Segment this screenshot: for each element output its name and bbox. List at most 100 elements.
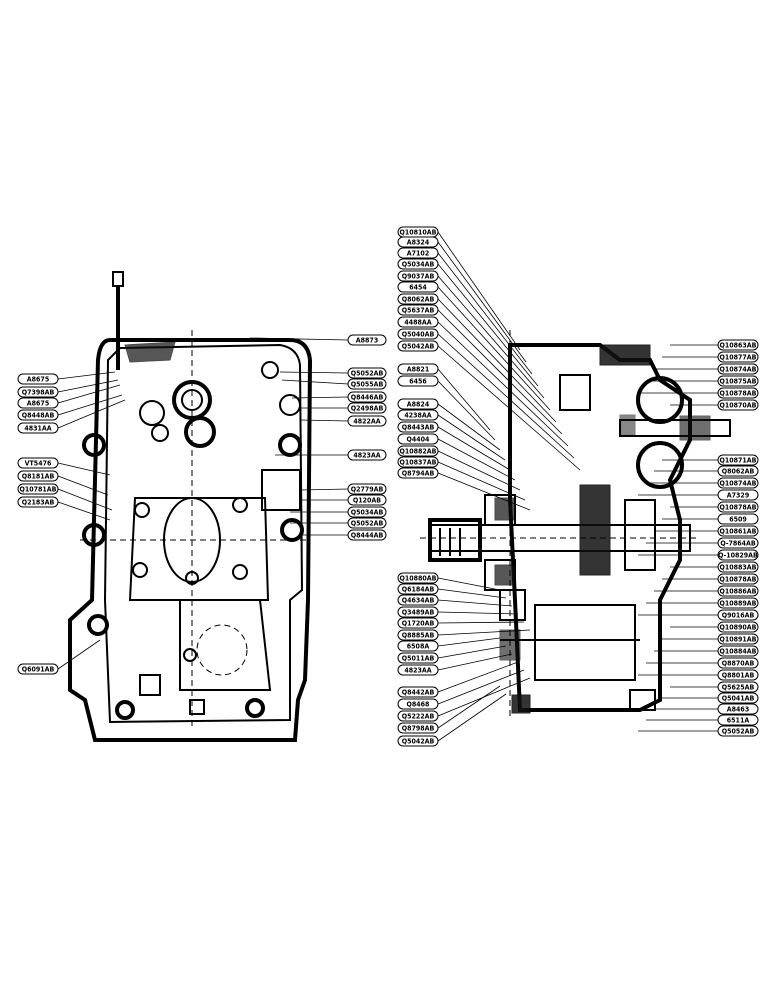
callout-label: Q2498AB: [351, 405, 384, 413]
callout-label: Q8062AB: [722, 468, 755, 476]
leader-line: [57, 462, 111, 476]
callout-label: A8324: [407, 239, 430, 247]
callout-label: A8675: [27, 376, 49, 384]
leader-line: [437, 321, 569, 447]
callout-label: Q5041AB: [722, 695, 755, 703]
callout-label: Q10891AB: [720, 636, 757, 644]
callout-label: Q5625AB: [722, 684, 755, 692]
leader-line: [437, 653, 513, 671]
callout-label: Q8870AB: [722, 660, 755, 668]
callout-label: 4488AA: [404, 319, 431, 327]
callout-label: A7102: [407, 250, 429, 258]
leader-line: [437, 263, 539, 387]
callout-label: Q10880AB: [400, 575, 437, 583]
callout-label: Q7398AB: [22, 389, 55, 397]
leader-line: [299, 419, 349, 422]
leader-line: [437, 611, 519, 615]
leader-line: [57, 639, 101, 670]
leader-line: [437, 275, 545, 399]
callout-label: 6509: [729, 516, 747, 524]
callout-label: Q10878AB: [720, 390, 757, 398]
callout-label: Q10882AB: [400, 448, 437, 456]
callout-label: Q8885AB: [402, 632, 435, 640]
leader-line: [249, 337, 349, 341]
callout-label: Q10877AB: [720, 354, 757, 362]
callout-label: Q1720AB: [402, 620, 435, 628]
callout-label: Q8062AB: [402, 296, 435, 304]
callout-label: Q-10829AB: [718, 552, 758, 560]
callout-label: Q10863AB: [720, 342, 757, 350]
callout-label: Q5034AB: [402, 261, 435, 269]
callout-label: Q10870AB: [720, 402, 757, 410]
leader-line: [57, 371, 116, 380]
callout-label: Q5222AB: [402, 713, 435, 721]
leader-line: [437, 286, 551, 411]
leader-line: [437, 438, 516, 481]
callout-label: Q5040AB: [402, 331, 435, 339]
callout-label: Q4634AB: [402, 597, 435, 605]
callout-label: Q5055AB: [351, 381, 384, 389]
leader-line: [437, 693, 507, 742]
callout-label: Q10878AB: [720, 504, 757, 512]
callout-label: A7329: [727, 492, 749, 500]
callout-label: 4831AA: [24, 425, 51, 433]
callout-label: Q10878AB: [720, 576, 757, 584]
leader-line: [437, 599, 513, 607]
callout-label: Q8443AB: [402, 424, 435, 432]
callout-label: 6454: [409, 284, 427, 292]
callout-label: Q5052AB: [722, 728, 755, 736]
callout-label: Q6091AB: [22, 666, 55, 674]
callout-label: Q5052AB: [351, 370, 384, 378]
leader-line: [279, 371, 349, 374]
callout-label: Q10837AB: [400, 459, 437, 467]
callout-label: 4823AA: [404, 667, 431, 675]
callout-label: Q10875AB: [720, 378, 757, 386]
leader-line: [281, 379, 349, 385]
callout-label: Q8794AB: [402, 470, 435, 478]
callout-label: Q8181AB: [22, 473, 55, 481]
leader-line: [437, 685, 501, 729]
leader-line: [57, 399, 126, 429]
leader-line: [437, 345, 581, 471]
callout-label: Q10810AB: [400, 229, 437, 237]
callout-label: A8824: [407, 401, 430, 409]
leader-line: [437, 669, 525, 705]
leader-line: [437, 252, 533, 375]
leader-line: [437, 298, 557, 423]
callout-label: Q10871AB: [720, 457, 757, 465]
leader-line: [437, 461, 526, 501]
callout-label: Q8801AB: [722, 672, 755, 680]
leader-line: [437, 629, 531, 636]
leader-line: [437, 472, 531, 511]
left-housing-drawing: [68, 271, 313, 742]
leader-line: [57, 384, 121, 404]
callout-label: Q5042AB: [402, 343, 435, 351]
callout-label: Q5034AB: [351, 509, 384, 517]
callout-label: Q10861AB: [720, 528, 757, 536]
callout-label: Q8442AB: [402, 689, 435, 697]
callout-label: 6508A: [407, 643, 430, 651]
leader-line: [57, 488, 113, 511]
callout-label: Q9016AB: [722, 612, 755, 620]
callout-label: Q10889AB: [720, 600, 757, 608]
leader-line: [437, 637, 501, 647]
callout-label: VT5476: [25, 460, 52, 468]
leader-line: [299, 488, 349, 491]
callout-label: Q2779AB: [351, 486, 384, 494]
callout-label: Q5011AB: [402, 655, 435, 663]
callout-label: 6456: [409, 378, 427, 386]
leader-line: [437, 588, 507, 599]
callout-label: Q10886AB: [720, 588, 757, 596]
right-view-right-labels: Q10863ABQ10877ABQ10874ABQ10875ABQ10878AB…: [638, 339, 759, 737]
leader-line: [437, 414, 506, 461]
callout-label: A8821: [407, 366, 429, 374]
leader-line: [57, 475, 109, 496]
callout-label: Q8446AB: [351, 394, 384, 402]
callout-label: Q5637AB: [402, 307, 435, 315]
callout-label: Q4404: [407, 436, 430, 444]
callout-label: Q9037AB: [402, 273, 435, 281]
callout-label: Q6184AB: [402, 586, 435, 594]
callout-label: 4822AA: [353, 418, 380, 426]
